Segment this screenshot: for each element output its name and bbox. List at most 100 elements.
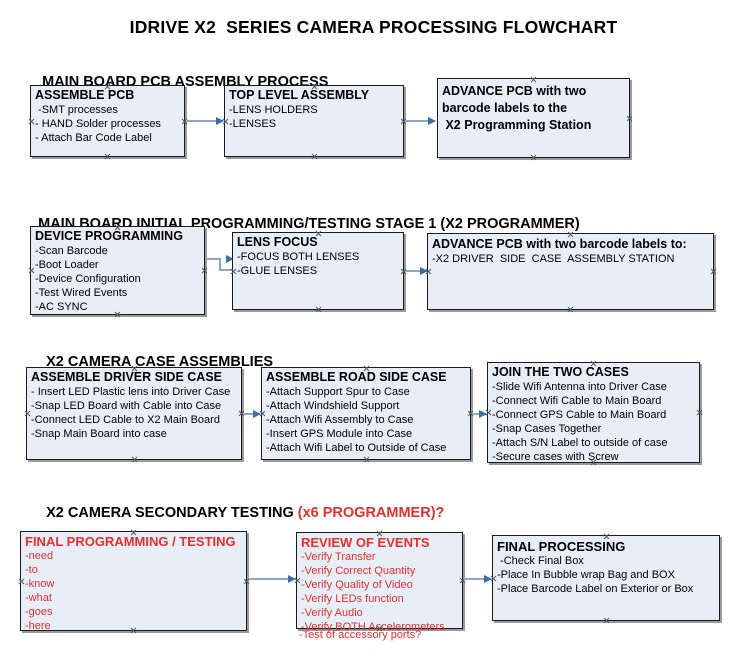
box-line: -LENSES [229,118,277,130]
connection-handle-top[interactable] [131,365,138,372]
box-line: -Snap Cases Together [492,423,602,435]
box-join-the-two-cases[interactable]: JOIN THE TWO CASES -Slide Wifi Antenna i… [487,362,700,463]
connection-handle-left[interactable] [294,577,301,584]
box-line: X2 Programming Station [442,118,592,132]
connection-handle-top[interactable] [567,231,574,238]
box-assemble-road-side-case[interactable]: ASSEMBLE ROAD SIDE CASE -Attach Support … [261,367,471,460]
box-line: -Boot Loader [35,259,99,271]
box-line: -Place Barcode Label on Exterior or Box [497,583,694,595]
section-heading-accent: (x6 PROGRAMMER)? [297,505,445,521]
box-line: -Verify Correct Quantity [301,565,416,577]
box-title: FINAL PROGRAMMING / TESTING [25,534,236,549]
box-title: JOIN THE TWO CASES [492,365,629,379]
connection-handle-left[interactable] [28,118,35,125]
connection-handle-left[interactable] [490,575,497,582]
box-line: -LENS HOLDERS [229,104,318,116]
connection-handle-top[interactable] [114,224,121,231]
connection-handle-top[interactable] [603,533,610,540]
connector-driver-side-to-road-side [243,409,261,418]
connector-assemble-pcb-to-top-level-assembly [186,116,224,125]
connector-final-programming-to-review-of-events [249,574,296,583]
box-line: - Insert LED Plastic lens into Driver Ca… [31,386,231,398]
connection-handle-left[interactable] [24,410,31,417]
connection-handle-top[interactable] [311,83,318,90]
connection-handle-left[interactable] [259,410,266,417]
box-lens-focus[interactable]: LENS FOCUS -FOCUS BOTH LENSES -GLUE LENS… [232,232,404,310]
connection-handle-right[interactable] [696,409,703,416]
box-line: -Connect Wifi Cable to Main Board [492,395,662,407]
connection-handle-bottom[interactable] [363,456,370,463]
connection-handle-left[interactable] [485,409,492,416]
box-line: -Verify BOTH Accelerometers [301,621,445,633]
box-advance-pcb-driver-side[interactable]: ADVANCE PCB with two barcode labels to: … [427,233,714,310]
connection-handle-bottom[interactable] [130,627,137,634]
connection-handle-left[interactable] [18,578,25,585]
box-line: -Attach Support Spur to Case [266,386,410,398]
box-line: -Slide Wifi Antenna into Driver Case [492,381,667,393]
review-of-events-overflow-line: -Test of accessory ports? [299,629,422,641]
section-heading-x2-camera-case-assemblies: X2 CAMERA CASE ASSEMBLIES [30,338,273,386]
box-line: -Attach S/N Label to outside of case [492,437,668,449]
box-assemble-driver-side-case[interactable]: ASSEMBLE DRIVER SIDE CASE - Insert LED P… [26,367,242,460]
connection-handle-bottom[interactable] [567,306,574,313]
connector-review-of-events-to-final-processing [464,574,492,583]
box-device-programming[interactable]: DEVICE PROGRAMMING -Scan Barcode -Boot L… [30,226,205,315]
box-title: ADVANCE PCB with two barcode labels to: [432,237,687,251]
connection-handle-bottom[interactable] [603,617,610,624]
connection-handle-top[interactable] [530,76,537,83]
connection-handle-top[interactable] [104,83,111,90]
connection-handle-left[interactable] [425,268,432,275]
section-heading-x2-camera-secondary-testing: X2 CAMERA SECONDARY TESTING (x6 PROGRAMM… [30,489,444,537]
box-review-of-events[interactable]: REVIEW OF EVENTS -Verify Transfer -Verif… [294,530,463,633]
section-heading-text: X2 CAMERA SECONDARY TESTING [46,505,298,521]
connection-handle-top[interactable] [130,529,137,536]
box-advance-pcb-programming-station[interactable]: ADVANCE PCB with two barcode labels to t… [437,78,630,158]
box-title: TOP LEVEL ASSEMBLY [229,88,370,102]
box-assemble-pcb[interactable]: ASSEMBLE PCB -SMT processes - HAND Solde… [30,85,185,157]
connection-handle-bottom[interactable] [131,456,138,463]
box-title: LENS FOCUS [237,235,318,249]
box-final-processing[interactable]: FINAL PROCESSING -Check Final Box -Place… [492,535,720,621]
connection-handle-bottom[interactable] [530,154,537,161]
connection-handle-bottom[interactable] [104,153,111,160]
connection-handle-left[interactable] [230,268,237,275]
box-line: -Snap LED Board with Cable into Case [31,400,222,412]
connection-handle-bottom[interactable] [590,459,597,466]
connection-handle-bottom[interactable] [311,153,318,160]
box-line: -GLUE LENSES [237,265,318,277]
connection-handle-left[interactable] [222,118,229,125]
box-title: ASSEMBLE DRIVER SIDE CASE [31,370,223,384]
box-line: -here [25,620,51,632]
connection-handle-right[interactable] [626,115,633,122]
box-line: -Device Configuration [35,273,141,285]
connection-handle-bottom[interactable] [315,306,322,313]
page-title: IDRIVE X2 SERIES CAMERA PROCESSING FLOWC… [129,17,618,37]
connection-handle-top[interactable] [363,365,370,372]
box-top-level-assembly[interactable]: TOP LEVEL ASSEMBLY -LENS HOLDERS -LENSES [224,85,404,157]
box-line: -Attach Wifi Assembly to Case [266,414,414,426]
box-line: -Test Wired Events [35,287,128,299]
box-line: ADVANCE PCB with two [442,84,587,98]
connection-handle-bottom[interactable] [114,311,121,318]
box-line: -X2 DRIVER SIDE CASE ASSEMBLY STATION [432,253,675,265]
box-line: barcode labels to the [442,101,568,115]
box-line: -Connect LED Cable to X2 Main Board [31,414,220,426]
box-line: -what [25,592,52,604]
box-final-programming-testing[interactable]: FINAL PROGRAMMING / TESTING -need -to -k… [18,529,247,634]
box-line: - Attach Bar Code Label [35,132,152,144]
connection-handle-top[interactable] [315,230,322,237]
connection-handle-top[interactable] [376,530,383,537]
box-title: ASSEMBLE PCB [35,88,135,102]
connection-handle-right[interactable] [710,268,717,275]
box-title: ASSEMBLE ROAD SIDE CASE [266,370,447,384]
box-line: -Connect GPS Cable to Main Board [492,409,667,421]
connection-handle-top[interactable] [590,360,597,367]
box-line: -Attach Wifi Label to Outside of Case [266,442,447,454]
box-line: -know [25,578,55,590]
box-title: REVIEW OF EVENTS [301,535,430,550]
box-line: -Snap Main Board into case [31,428,167,440]
box-line: -Verify Audio [301,607,363,619]
box-line: -Verify Quality of Video [301,579,413,591]
box-line: -Place In Bubble wrap Bag and BOX [497,569,675,581]
connection-handle-left[interactable] [28,267,35,274]
